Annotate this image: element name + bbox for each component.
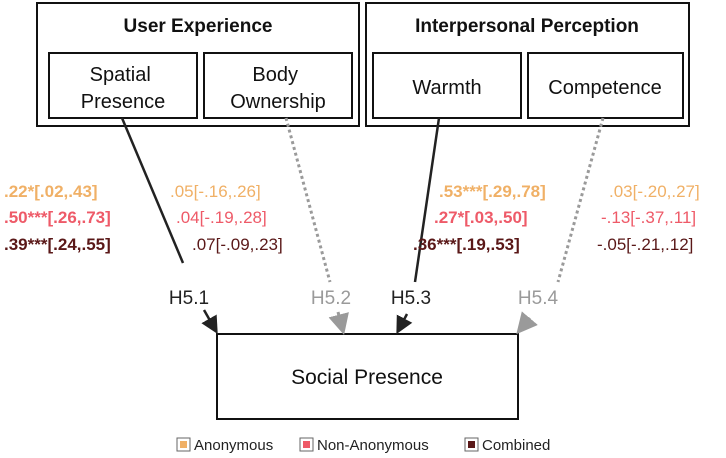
stat-h5-2-anonymous: .05[-.16,.26] <box>170 182 261 201</box>
stat-h5-2-combined: .07[-.09,.23] <box>192 235 283 254</box>
legend-label-anonymous: Anonymous <box>194 437 273 454</box>
path-h5-1: H5.1 <box>120 117 218 335</box>
spatial-presence-label-line2: Presence <box>81 91 166 113</box>
legend-item-combined: Combined <box>464 437 550 454</box>
body-ownership-label: Body Ownership <box>230 64 326 113</box>
competence-box <box>527 52 684 119</box>
competence-label: Competence <box>548 77 661 99</box>
user-experience-title: User Experience <box>124 16 273 37</box>
arrow-h5-1 <box>120 117 185 264</box>
legend-swatch-combined-fill <box>468 441 475 448</box>
arrow-h5-2 <box>284 117 332 283</box>
stats-h5-1: .22*[.02,.43] .50***[.26,.73] .39***[.24… <box>4 182 111 254</box>
arrowhead-h5-4 <box>516 311 538 335</box>
hypothesis-label-h5-1: H5.1 <box>169 288 209 309</box>
arrowhead-h5-1 <box>201 309 218 335</box>
stats-h5-2: .05[-.16,.26] .04[-.19,.28] .07[-.09,.23… <box>170 182 283 254</box>
stat-h5-2-non-anonymous: .04[-.19,.28] <box>176 208 267 227</box>
path-h5-3: H5.3 <box>391 117 441 335</box>
stat-h5-1-non-anonymous: .50***[.26,.73] <box>4 208 111 227</box>
spatial-presence-label-line1: Spatial <box>90 64 151 86</box>
interpersonal-perception-group: Interpersonal Perception Warmth Competen… <box>365 2 690 127</box>
stat-h5-3-anonymous: .53***[.29,.78] <box>439 182 546 201</box>
social-presence-box <box>216 333 519 420</box>
interpersonal-perception-title: Interpersonal Perception <box>415 16 639 37</box>
stat-h5-4-anonymous: .03[-.20,.27] <box>609 182 700 201</box>
warmth-box <box>372 52 522 119</box>
stat-h5-1-combined: .39***[.24,.55] <box>4 235 111 254</box>
legend-swatch-anonymous-fill <box>180 441 187 448</box>
legend-label-combined: Combined <box>482 437 550 454</box>
stats-h5-4: .03[-.20,.27] -.13[-.37,.11] -.05[-.21,.… <box>597 182 700 254</box>
spatial-presence-box <box>48 52 198 119</box>
social-presence-label: Social Presence <box>291 366 443 389</box>
stat-h5-3-combined: .36***[.19,.53] <box>413 235 520 254</box>
path-h5-4: H5.4 <box>516 117 605 335</box>
body-ownership-label-line1: Body <box>252 64 298 86</box>
arrowhead-h5-2 <box>328 311 349 336</box>
stats-h5-3: .53***[.29,.78] .27*[.03,.50] .36***[.19… <box>413 182 546 254</box>
stat-h5-4-non-anonymous: -.13[-.37,.11] <box>601 208 696 227</box>
legend-label-non-anonymous: Non-Anonymous <box>317 437 429 454</box>
legend-swatch-non-anonymous-fill <box>303 441 310 448</box>
path-h5-2: H5.2 <box>284 117 351 336</box>
body-ownership-label-line2: Ownership <box>230 91 326 113</box>
hypothesis-label-h5-3: H5.3 <box>391 288 431 309</box>
body-ownership-box <box>203 52 353 119</box>
arrow-h5-3 <box>413 117 441 283</box>
legend: Anonymous Non-Anonymous Combined <box>176 437 550 454</box>
stat-h5-4-combined: -.05[-.21,.12] <box>597 235 693 254</box>
stat-h5-1-anonymous: .22*[.02,.43] <box>4 182 98 201</box>
arrowhead-h5-3 <box>396 313 413 335</box>
hypothesis-label-h5-2: H5.2 <box>311 288 351 309</box>
user-experience-group: User Experience Spatial Presence Body Ow… <box>36 2 360 127</box>
arrow-h5-4 <box>556 117 605 283</box>
legend-item-anonymous: Anonymous <box>176 437 273 454</box>
warmth-label: Warmth <box>412 77 481 99</box>
stat-h5-3-non-anonymous: .27*[.03,.50] <box>434 208 528 227</box>
legend-item-non-anonymous: Non-Anonymous <box>299 437 429 454</box>
spatial-presence-label: Spatial Presence <box>81 64 166 113</box>
hypothesis-label-h5-4: H5.4 <box>518 288 559 309</box>
